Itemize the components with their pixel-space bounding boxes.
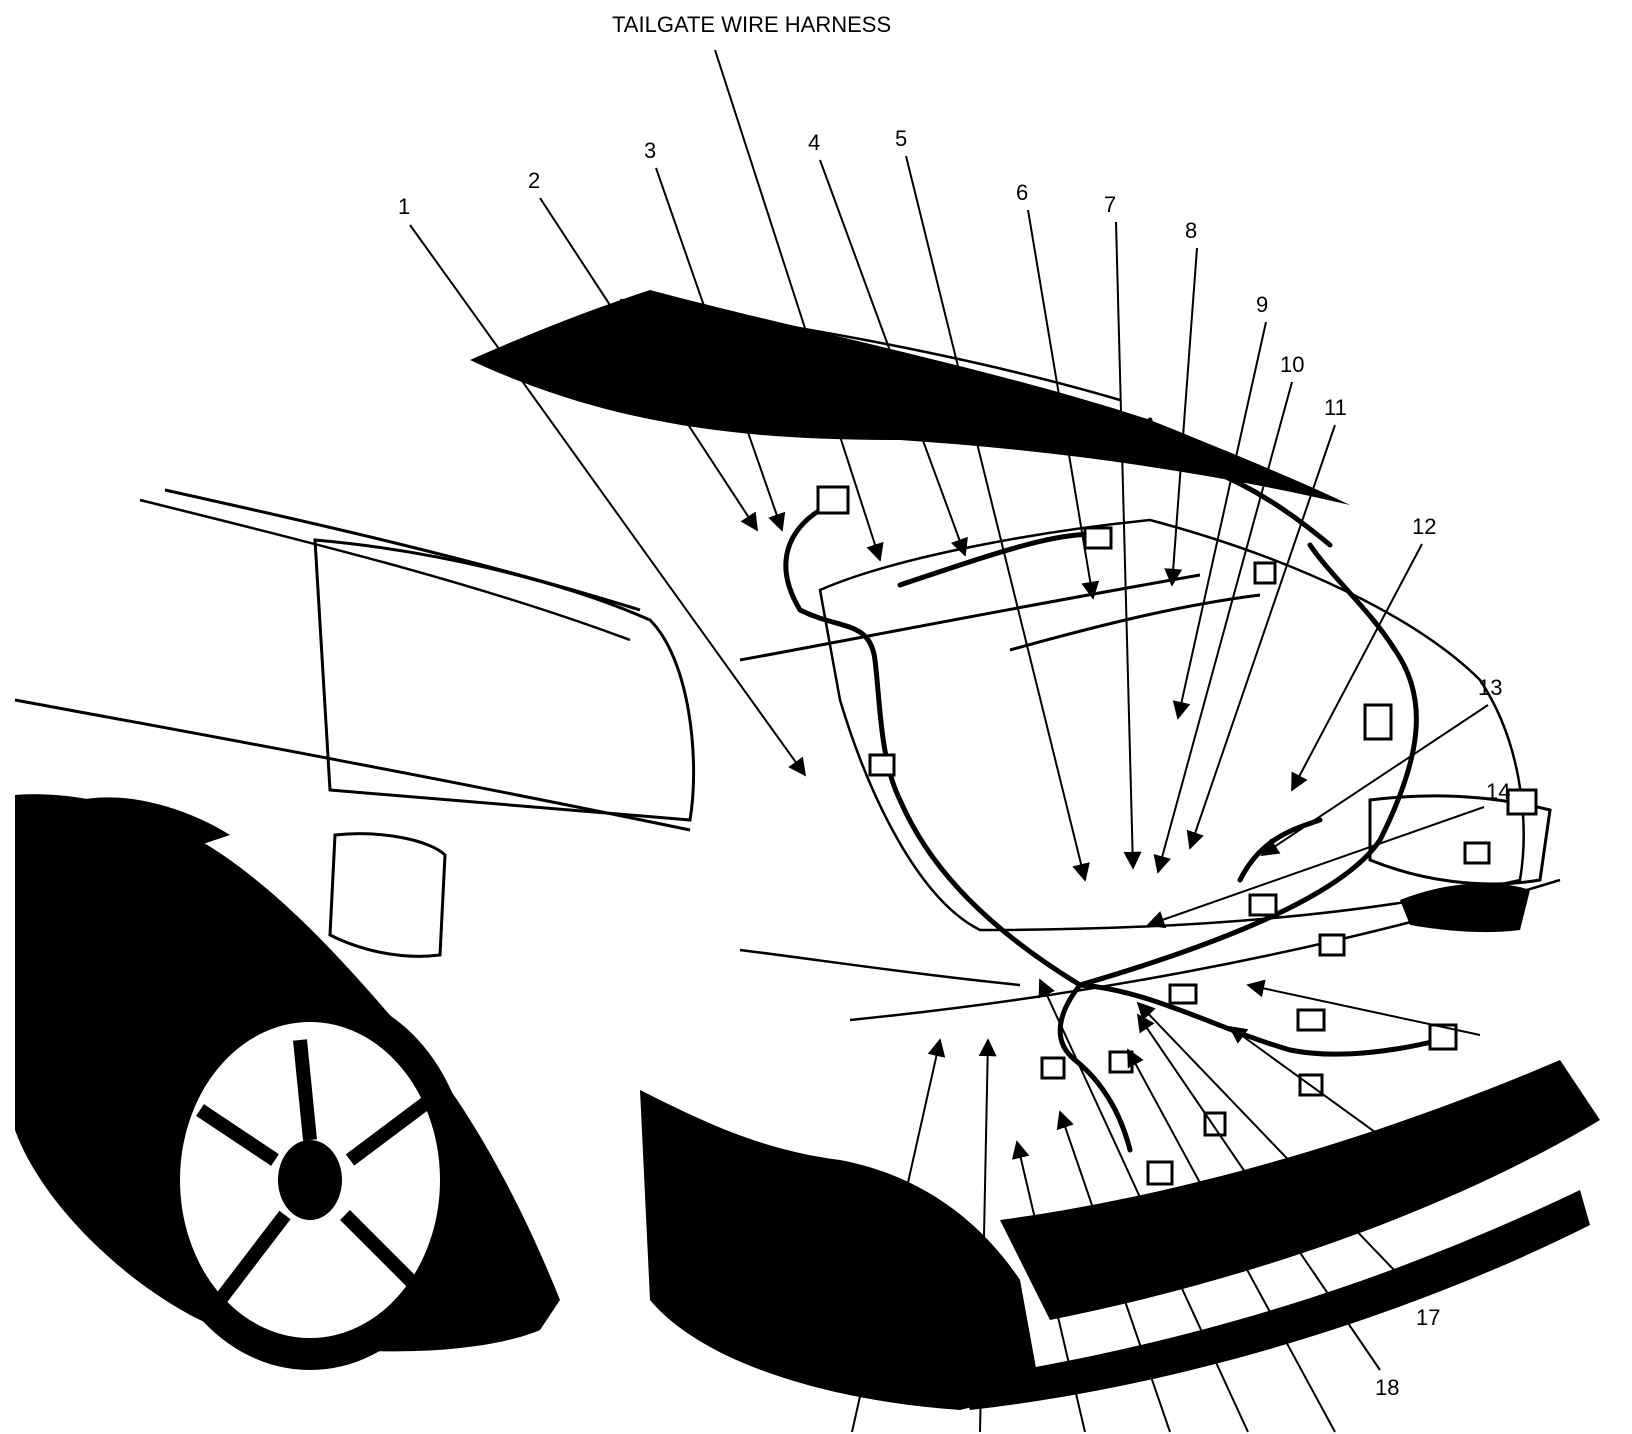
leader-9 [1172, 321, 1267, 720]
connector [1428, 1023, 1458, 1051]
vehicle-illustration [14, 290, 1600, 1410]
callout-11: 11 [1324, 395, 1347, 420]
leader-14 [1146, 806, 1485, 929]
connector [816, 485, 850, 515]
leader-12 [1291, 543, 1423, 792]
leader-18 [1136, 1013, 1381, 1371]
leader-5 [905, 155, 1090, 882]
leader-10 [1153, 381, 1293, 874]
roof-rail-upper [164, 488, 641, 612]
leader-bottom-1 [851, 1038, 946, 1433]
leader-1 [409, 224, 807, 777]
harness-branch-lower [1077, 982, 1443, 1057]
connector [1296, 1008, 1326, 1032]
harness-branch-lower-left [1057, 982, 1133, 1153]
leader-lines [409, 155, 1489, 1433]
leader-3 [655, 167, 786, 532]
connector [1083, 526, 1113, 550]
callout-9: 9 [1256, 292, 1268, 317]
callout-5: 5 [895, 126, 907, 151]
harness-upper-loop [1145, 417, 1333, 548]
leader-bottom-3 [1011, 1140, 1086, 1433]
callout-2: 2 [528, 168, 540, 193]
callout-10: 10 [1280, 352, 1304, 377]
callout-labels: 1 2 3 4 5 6 7 8 9 10 11 12 13 14 17 18 [398, 126, 1510, 1400]
connector [1318, 933, 1346, 957]
leader-bottom-5 [1038, 978, 1249, 1433]
callout-8: 8 [1185, 218, 1197, 243]
tailgate-garnish [1009, 593, 1261, 652]
connector [1146, 1160, 1174, 1186]
leader-bottom-2 [978, 1038, 997, 1433]
beltline [14, 698, 691, 832]
connector [1108, 1050, 1134, 1074]
rear-bumper-stripe [960, 1190, 1590, 1410]
callout-14: 14 [1486, 779, 1510, 804]
leader-bottom-6 [1127, 1048, 1336, 1433]
vehicle-lower-body-center [640, 1090, 1040, 1410]
leader-13 [1260, 704, 1489, 856]
connector [1363, 703, 1393, 741]
leader-right-2 [1228, 1025, 1456, 1191]
connector [1506, 788, 1538, 816]
side-window-outline [313, 538, 696, 822]
rear-wheel [150, 990, 470, 1370]
connector [1253, 561, 1277, 585]
callout-4: 4 [808, 130, 820, 155]
roof-rail-lower [139, 498, 631, 642]
connector [1463, 841, 1491, 865]
rear-bumper-dark-band [1000, 1060, 1600, 1320]
leader-right-1 [1246, 979, 1481, 1036]
connector [1168, 983, 1198, 1005]
leader-6 [1027, 209, 1100, 600]
door-handle [80, 797, 230, 845]
connector [868, 753, 896, 777]
leader-2 [539, 197, 758, 532]
callout-13: 13 [1478, 675, 1502, 700]
body-character-line [739, 948, 1021, 987]
wire-harness [783, 417, 1538, 1186]
callout-18: 18 [1375, 1375, 1399, 1400]
leader-17 [1136, 1001, 1419, 1296]
callout-1: 1 [398, 194, 410, 219]
title-leader [714, 49, 884, 562]
harness-branch-right [1237, 817, 1323, 883]
rear-glass [470, 290, 1350, 505]
taillight-dark [1400, 883, 1530, 933]
leader-11 [1186, 424, 1336, 850]
connector [1040, 1056, 1066, 1080]
leader-8 [1164, 247, 1198, 587]
diagram-title: TAILGATE WIRE HARNESS [612, 12, 891, 37]
rear-glass-highlight [619, 298, 1121, 402]
callout-3: 3 [644, 138, 656, 163]
harness-right-run [1077, 542, 1419, 988]
connector [1203, 1111, 1227, 1137]
leader-bottom-4 [1056, 1110, 1171, 1433]
tailgate-lower-edge [739, 573, 1201, 662]
fuel-door [328, 832, 447, 958]
callout-12: 12 [1412, 514, 1436, 539]
leader-4 [819, 159, 968, 557]
harness-main-trunk [783, 497, 1083, 988]
connector [1248, 893, 1278, 917]
callout-7: 7 [1104, 192, 1116, 217]
leader-7 [1115, 221, 1142, 870]
taillight [1368, 794, 1552, 886]
callout-6: 6 [1016, 180, 1028, 205]
callout-17: 17 [1416, 1305, 1440, 1330]
